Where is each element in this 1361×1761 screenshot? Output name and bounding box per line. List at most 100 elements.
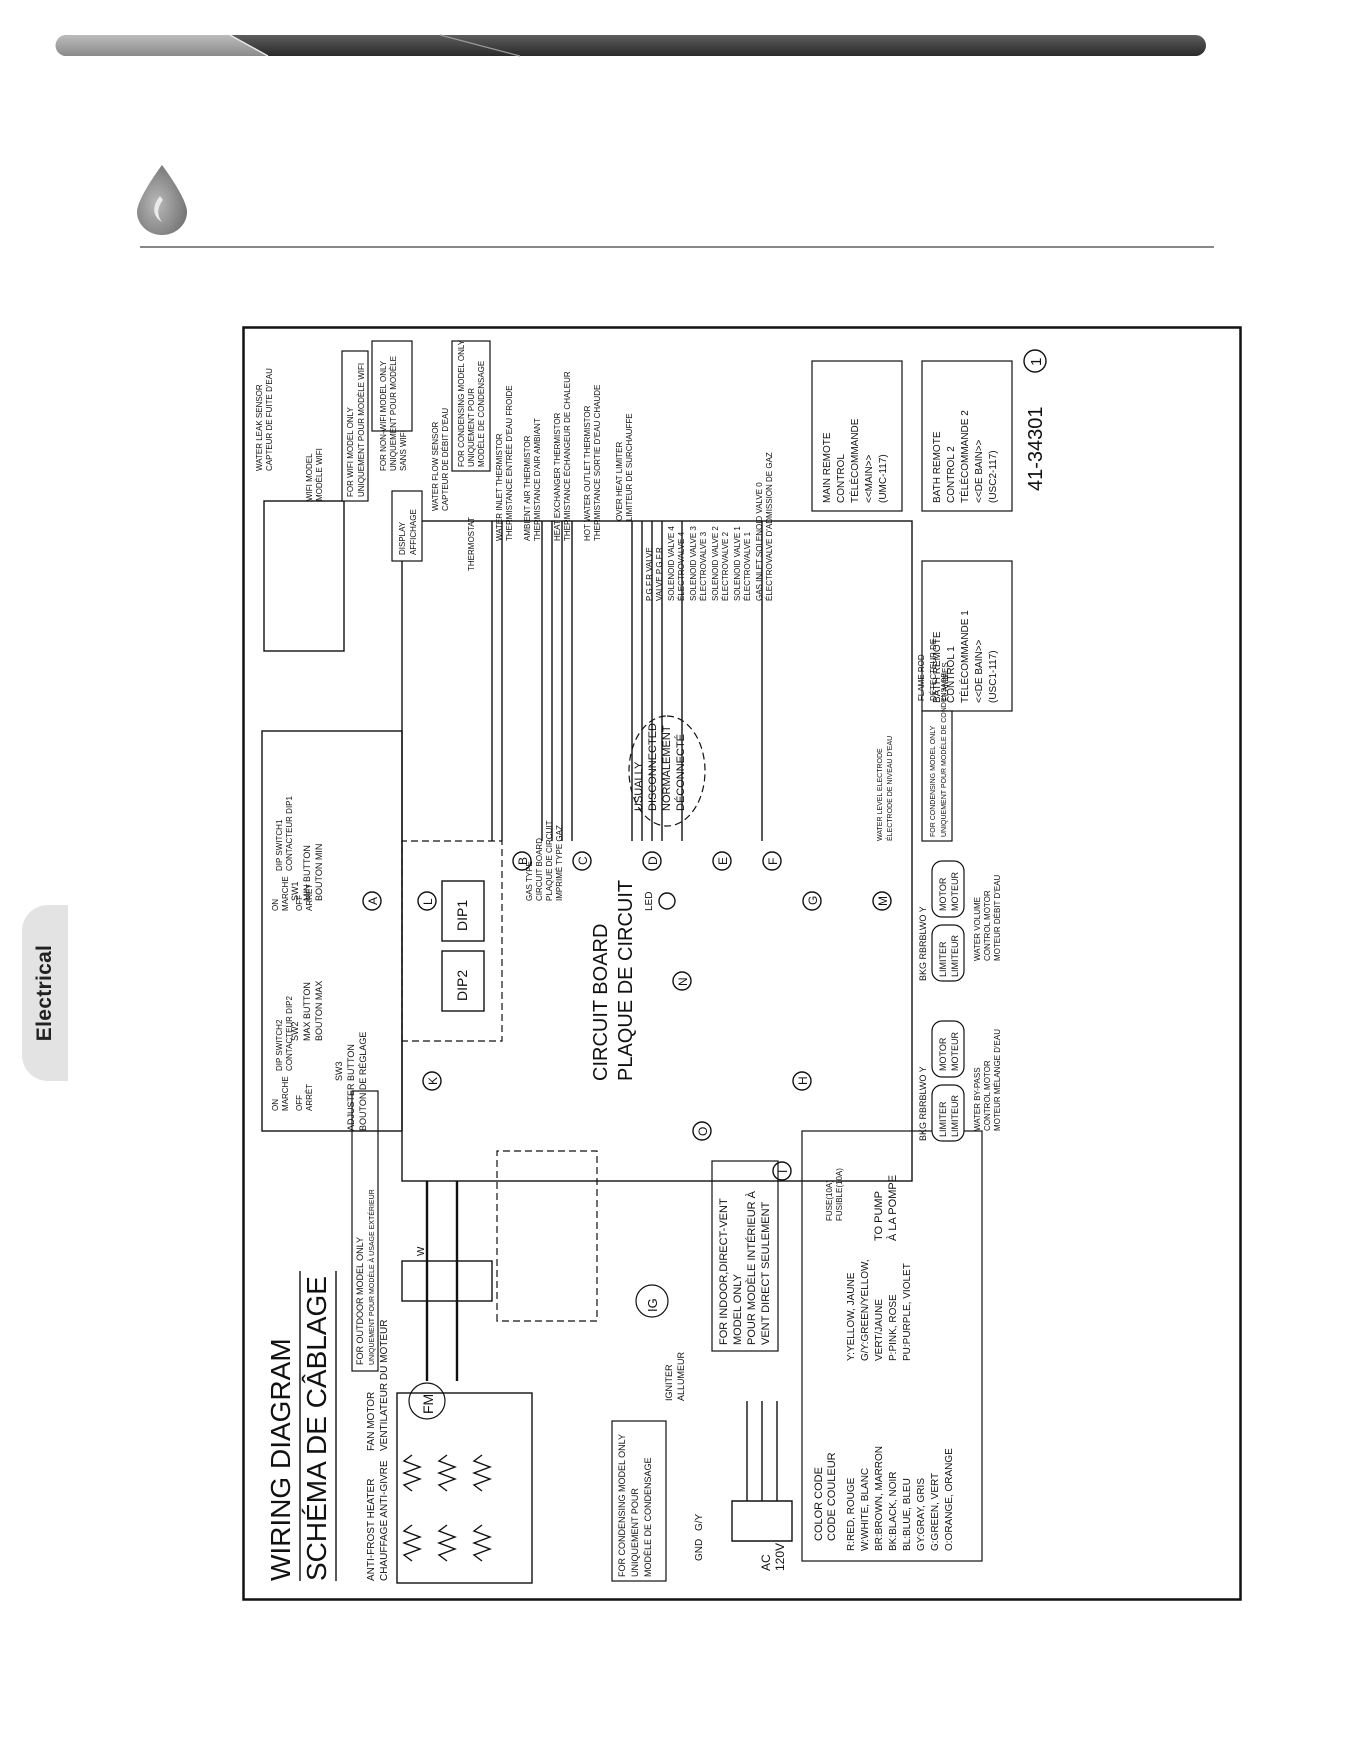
dip2-on: ON xyxy=(271,1099,280,1111)
bath-remote-2-2: CONTROL 2 xyxy=(946,446,957,503)
cond-model-only-1: FOR CONDENSING MODEL ONLY xyxy=(930,725,937,837)
sensor-ambient-2: THERMISTANCE D'AIR AMBIANT xyxy=(533,418,542,541)
color-code-entry: GY:GRAY, GRIS xyxy=(916,1478,927,1551)
non-wifi-1: FOR NON-WIFI MODEL ONLY xyxy=(379,360,388,471)
main-remote-4: <<MAIN>> xyxy=(864,454,875,503)
wifi-only-1: FOR WIFI MODEL ONLY xyxy=(346,407,355,497)
valve-sv2-1: SOLENOID VALVE 2 xyxy=(711,526,720,601)
gas-type-3: PLAQUE DE CIRCUIT xyxy=(545,820,554,901)
to-pump-2: À LA POMPE xyxy=(886,1175,899,1241)
sw3-adjust-fr: BOUTON DE RÉGLAGE xyxy=(358,1032,368,1131)
dip1-name-1: DIP SWITCH1 xyxy=(275,819,284,871)
color-code-entry: BR:BROWN, MARRON xyxy=(874,1446,885,1551)
sensor-water-inlet-2: THERMISTANCE ENTRÉE D'EAU FROIDE xyxy=(505,385,514,541)
bath-remote-1-1: BATH REMOTE xyxy=(932,631,943,703)
cond-only-1: FOR CONDENSING MODEL ONLY xyxy=(457,339,466,467)
non-wifi-2: UNIQUEMENT POUR MODÈLE xyxy=(389,356,398,471)
ac-voltage: 120V xyxy=(773,1543,787,1571)
fan-motor-label-2: VENTILATEUR DU MOTEUR xyxy=(379,1320,390,1452)
indoor-only-4: VENT DIRECT SEULEMENT xyxy=(760,1201,772,1345)
color-code-title-2: CODE COULEUR xyxy=(826,1452,838,1541)
color-code-entry: O:ORANGE, ORANGE xyxy=(944,1448,955,1551)
dip1-on: ON xyxy=(271,899,280,911)
connector-i: I xyxy=(776,1170,790,1173)
water-volume-1: WATER VOLUME xyxy=(973,897,982,961)
wifi-only-2: UNIQUEMENT POUR MODÈLE WIFI xyxy=(357,363,366,497)
sensor-heat-ex-1: HEAT EXCHANGER THERMISTOR xyxy=(553,412,562,541)
sw1-min: MIN BUTTON xyxy=(302,845,312,901)
sensor-hot-out-2: THERMISTANCE SORTIE D'EAU CHAUDE xyxy=(593,385,602,541)
water-flow-2: CAPTEUR DE DÉBIT D'EAU xyxy=(441,408,450,511)
sw1-min-fr: BOUTON MIN xyxy=(314,844,324,901)
bp-motor-1: MOTOR xyxy=(938,1037,948,1071)
main-remote-5: (UMC-117) xyxy=(878,454,889,503)
outdoor-only-2: UNIQUEMENT POUR MODÈLE À USAGE EXTÉRIEUR xyxy=(367,1189,376,1365)
sensor-ambient-1: AMBIENT AIR THERMISTOR xyxy=(523,435,532,541)
valve-sv3-1: SOLENOID VALVE 3 xyxy=(689,526,698,601)
color-code-entry: R:RED, ROUGE xyxy=(846,1477,857,1551)
bypass-1: WATER BY-PASS xyxy=(973,1067,982,1131)
gas-type-2: CIRCUIT BOARD xyxy=(535,838,544,901)
valve-sv3-2: ÉLECTROVALVE 3 xyxy=(699,531,708,601)
valve-sv1-2: ÉLECTROVALVE 1 xyxy=(743,531,752,601)
connector-k: K xyxy=(426,1077,440,1085)
revision: 1 xyxy=(1028,358,1045,366)
color-code-entry: G:GREEN, VERT xyxy=(930,1473,941,1551)
bypass-motor: LIMITER LIMITEUR MOTOR MOTEUR BKG RBRBLW… xyxy=(918,1020,1002,1142)
dip1-off: OFF xyxy=(295,895,304,911)
connector-e: E xyxy=(716,857,730,865)
color-code-entry: P:PINK, ROSE xyxy=(888,1294,899,1361)
section-tab-label: Electrical xyxy=(33,944,56,1042)
ac-label: AC xyxy=(759,1554,773,1571)
bypass-2: CONTROL MOTOR xyxy=(983,1060,992,1131)
sw2-max: MAX BUTTON xyxy=(302,982,312,1041)
main-remote-2: CONTROL xyxy=(836,454,847,503)
fan-wire-w: W xyxy=(416,1246,427,1256)
anti-frost-label-2: CHAUFFAGE ANTI-GIVRE xyxy=(379,1460,390,1581)
igniter-label-1: IGNITER xyxy=(664,1364,674,1401)
display-label-2: AFFICHAGE xyxy=(409,509,418,555)
water-leak-1: WATER LEAK SENSOR xyxy=(255,384,264,471)
bp-limiter-2: LIMITEUR xyxy=(950,1094,960,1137)
indoor-only-1: FOR INDOOR,DIRECT-VENT xyxy=(718,1198,730,1345)
bath-remote-1-3: TÉLÉCOMMANDE 1 xyxy=(958,610,971,703)
valve-gas-2: ÉLECTROVALVE D'ADMISSION DE GAZ xyxy=(765,452,774,601)
water-volume-motor: LIMITER LIMITEUR MOTOR MOTEUR BKG RBRBLW… xyxy=(918,860,1002,982)
connector-n: N xyxy=(676,977,690,986)
color-code-entry: G/Y:GREEN/YELLOW, xyxy=(860,1259,871,1361)
gas-type-4: IMPRIMÉ TYPE GAZ xyxy=(555,825,564,901)
led-label: LED xyxy=(644,892,655,911)
igniter-label-2: ALLUMEUR xyxy=(676,1351,686,1401)
bath-remote-2-1: BATH REMOTE xyxy=(932,431,943,503)
indoor-only-2: MODEL ONLY xyxy=(732,1273,744,1345)
connector-m: M xyxy=(876,896,890,906)
header-rule xyxy=(140,246,1214,248)
connector-b: B xyxy=(516,857,530,865)
bp-limiter-1: LIMITER xyxy=(938,1101,948,1137)
bath-remote-1-2: CONTROL 1 xyxy=(946,646,957,703)
flame-rod-3: FLAMMES xyxy=(941,662,950,701)
water-level-2: ÉLECTRODE DE NIVEAU D'EAU xyxy=(885,736,894,841)
part-number: 41-34301 xyxy=(1025,406,1047,491)
cond-model-only-2: UNIQUEMENT POUR MODÈLE DE CONDENSAGE xyxy=(939,673,948,837)
wv-motor-2: MOTEUR xyxy=(950,872,960,911)
usually-disc-4: DÉCONNECTÉ xyxy=(674,734,687,811)
valve-pgfr-2: VALVE P.G.F.R xyxy=(655,547,664,601)
water-flow-1: WATER FLOW SENSOR xyxy=(431,421,440,511)
indoor-only-3: POUR MODÈLE INTÉRIEUR À xyxy=(745,1190,758,1345)
wire-harness xyxy=(491,521,763,841)
over-heat-1: OVER HEAT LIMITER xyxy=(615,442,624,521)
color-code-entry: VERT/JAUNE xyxy=(874,1299,885,1361)
dip2-name-1: DIP SWITCH2 xyxy=(275,1019,284,1071)
circuit-board xyxy=(401,520,913,1182)
wv-motor-1: MOTOR xyxy=(938,877,948,911)
dip2-arret: ARRÊT xyxy=(305,1084,314,1111)
color-code-list: R:RED, ROUGE W:WHITE, BLANC BR:BROWN, MA… xyxy=(846,1259,955,1551)
valve-sv1-1: SOLENOID VALVE 1 xyxy=(733,526,742,601)
sw1-label: SW1 xyxy=(290,881,300,901)
circuit-board-fr: PLAQUE DE CIRCUIT xyxy=(615,880,637,1081)
color-code-entry: PU:PURPLE, VIOLET xyxy=(902,1263,913,1361)
water-level-1: WATER LEVEL ELECTRODE xyxy=(877,748,884,841)
dip1-name-2: CONTACTEUR DIP1 xyxy=(285,795,294,871)
water-drop-icon xyxy=(137,165,187,235)
